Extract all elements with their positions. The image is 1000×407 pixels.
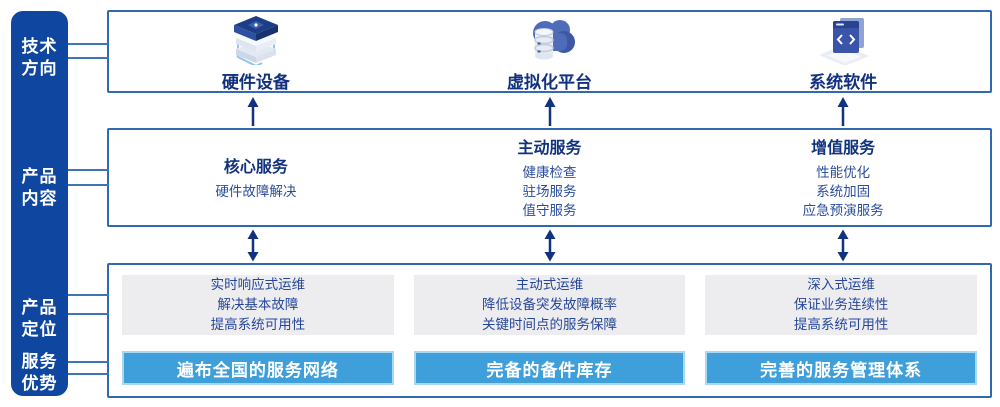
- connector-line: [60, 43, 109, 45]
- double-arrow-icon: [543, 229, 557, 262]
- position-line: 解决基本故障: [217, 297, 299, 313]
- content-column-value-added-service: 增值服务 性能优化 系统加固 应急预演服务: [696, 130, 990, 225]
- connector-line: [60, 184, 109, 186]
- sidebar-label-line: 服务: [21, 352, 58, 372]
- tech-label-hardware: 硬件设备: [221, 72, 290, 93]
- tech-column-hardware: 硬件设备: [109, 12, 403, 93]
- product-position-box: 实时响应式运维 解决基本故障 提高系统可用性 遍布全国的服务网络 主动式运维 降…: [107, 263, 992, 398]
- position-line: 实时响应式运维: [210, 277, 306, 293]
- sidebar-label-service-advantage: 服务 优势: [11, 351, 68, 395]
- content-item: 性能优化: [816, 165, 871, 181]
- content-column-core-service: 核心服务 硬件故障解决: [109, 130, 403, 225]
- content-title: 增值服务: [811, 138, 876, 157]
- tech-label-software: 系统软件: [809, 72, 878, 93]
- position-column-realtime: 实时响应式运维 解决基本故障 提高系统可用性 遍布全国的服务网络: [122, 275, 394, 396]
- position-line: 降低设备突发故障概率: [482, 297, 617, 313]
- content-item: 系统加固: [816, 184, 871, 200]
- advantage-bar-spare-parts: 完备的备件库存: [413, 351, 686, 385]
- up-arrow-icon: [246, 96, 260, 128]
- position-panel: 深入式运维 保证业务连续性 提高系统可用性: [705, 275, 978, 335]
- server-stack-icon: [226, 13, 286, 65]
- up-arrow-icon: [836, 96, 850, 128]
- position-line: 提高系统可用性: [793, 317, 889, 333]
- double-arrow-icon: [246, 229, 260, 262]
- sidebar-label-line: 优势: [21, 374, 58, 394]
- sidebar-label-line: 产品: [21, 167, 58, 187]
- connector-line: [60, 169, 109, 171]
- sidebar-label-line: 定位: [21, 320, 58, 340]
- sidebar-label-product-content: 产品 内容: [11, 166, 68, 210]
- sidebar-label-product-position: 产品 定位: [11, 297, 68, 341]
- connector-line: [60, 373, 109, 375]
- content-title: 主动服务: [517, 138, 582, 157]
- content-item: 健康检查: [522, 165, 577, 181]
- connector-line: [60, 294, 109, 296]
- double-arrow-icon: [836, 229, 850, 262]
- tech-column-software: 系统软件: [696, 12, 990, 93]
- content-item: 应急预演服务: [802, 203, 884, 219]
- advantage-bar-service-network: 遍布全国的服务网络: [122, 351, 394, 385]
- position-line: 保证业务连续性: [793, 297, 889, 313]
- content-item: 值守服务: [522, 203, 577, 219]
- position-panel: 主动式运维 降低设备突发故障概率 关键时间点的服务保障: [413, 275, 686, 335]
- product-content-box: 核心服务 硬件故障解决 主动服务 健康检查 驻场服务 值守服务 增值服务 性能优…: [107, 128, 992, 227]
- connector-line: [60, 57, 109, 59]
- sidebar-label-line: 产品: [21, 298, 58, 318]
- position-column-indepth: 深入式运维 保证业务连续性 提高系统可用性 完善的服务管理体系: [705, 275, 978, 396]
- position-line: 关键时间点的服务保障: [482, 317, 617, 333]
- position-line: 深入式运维: [807, 277, 875, 293]
- content-item: 驻场服务: [522, 184, 577, 200]
- connector-line: [60, 313, 109, 315]
- content-title: 核心服务: [223, 157, 288, 176]
- tech-column-virtualization: 虚拟化平台: [403, 12, 697, 93]
- sidebar-label-line: 方向: [21, 59, 58, 79]
- position-panel: 实时响应式运维 解决基本故障 提高系统可用性: [122, 275, 394, 335]
- sidebar-label-tech-direction: 技术 方向: [11, 36, 68, 80]
- position-line: 主动式运维: [515, 277, 584, 293]
- advantage-bar-management-system: 完善的服务管理体系: [705, 351, 978, 385]
- position-column-proactive: 主动式运维 降低设备突发故障概率 关键时间点的服务保障 完备的备件库存: [413, 275, 686, 396]
- tech-direction-box: 硬件设备 虚拟化平台: [107, 10, 992, 93]
- content-item: 硬件故障解决: [215, 184, 297, 200]
- cloud-database-icon: [520, 13, 580, 65]
- sidebar-label-line: 技术: [21, 37, 58, 57]
- tech-label-virtualization: 虚拟化平台: [507, 72, 592, 93]
- up-arrow-icon: [543, 96, 557, 128]
- software-window-icon: [813, 13, 873, 65]
- connector-line: [60, 361, 109, 363]
- sidebar: 技术 方向 产品 内容 产品 定位 服务 优势: [11, 11, 68, 396]
- content-column-active-service: 主动服务 健康检查 驻场服务 值守服务: [403, 130, 697, 225]
- position-line: 提高系统可用性: [210, 317, 306, 333]
- sidebar-label-line: 内容: [21, 189, 58, 209]
